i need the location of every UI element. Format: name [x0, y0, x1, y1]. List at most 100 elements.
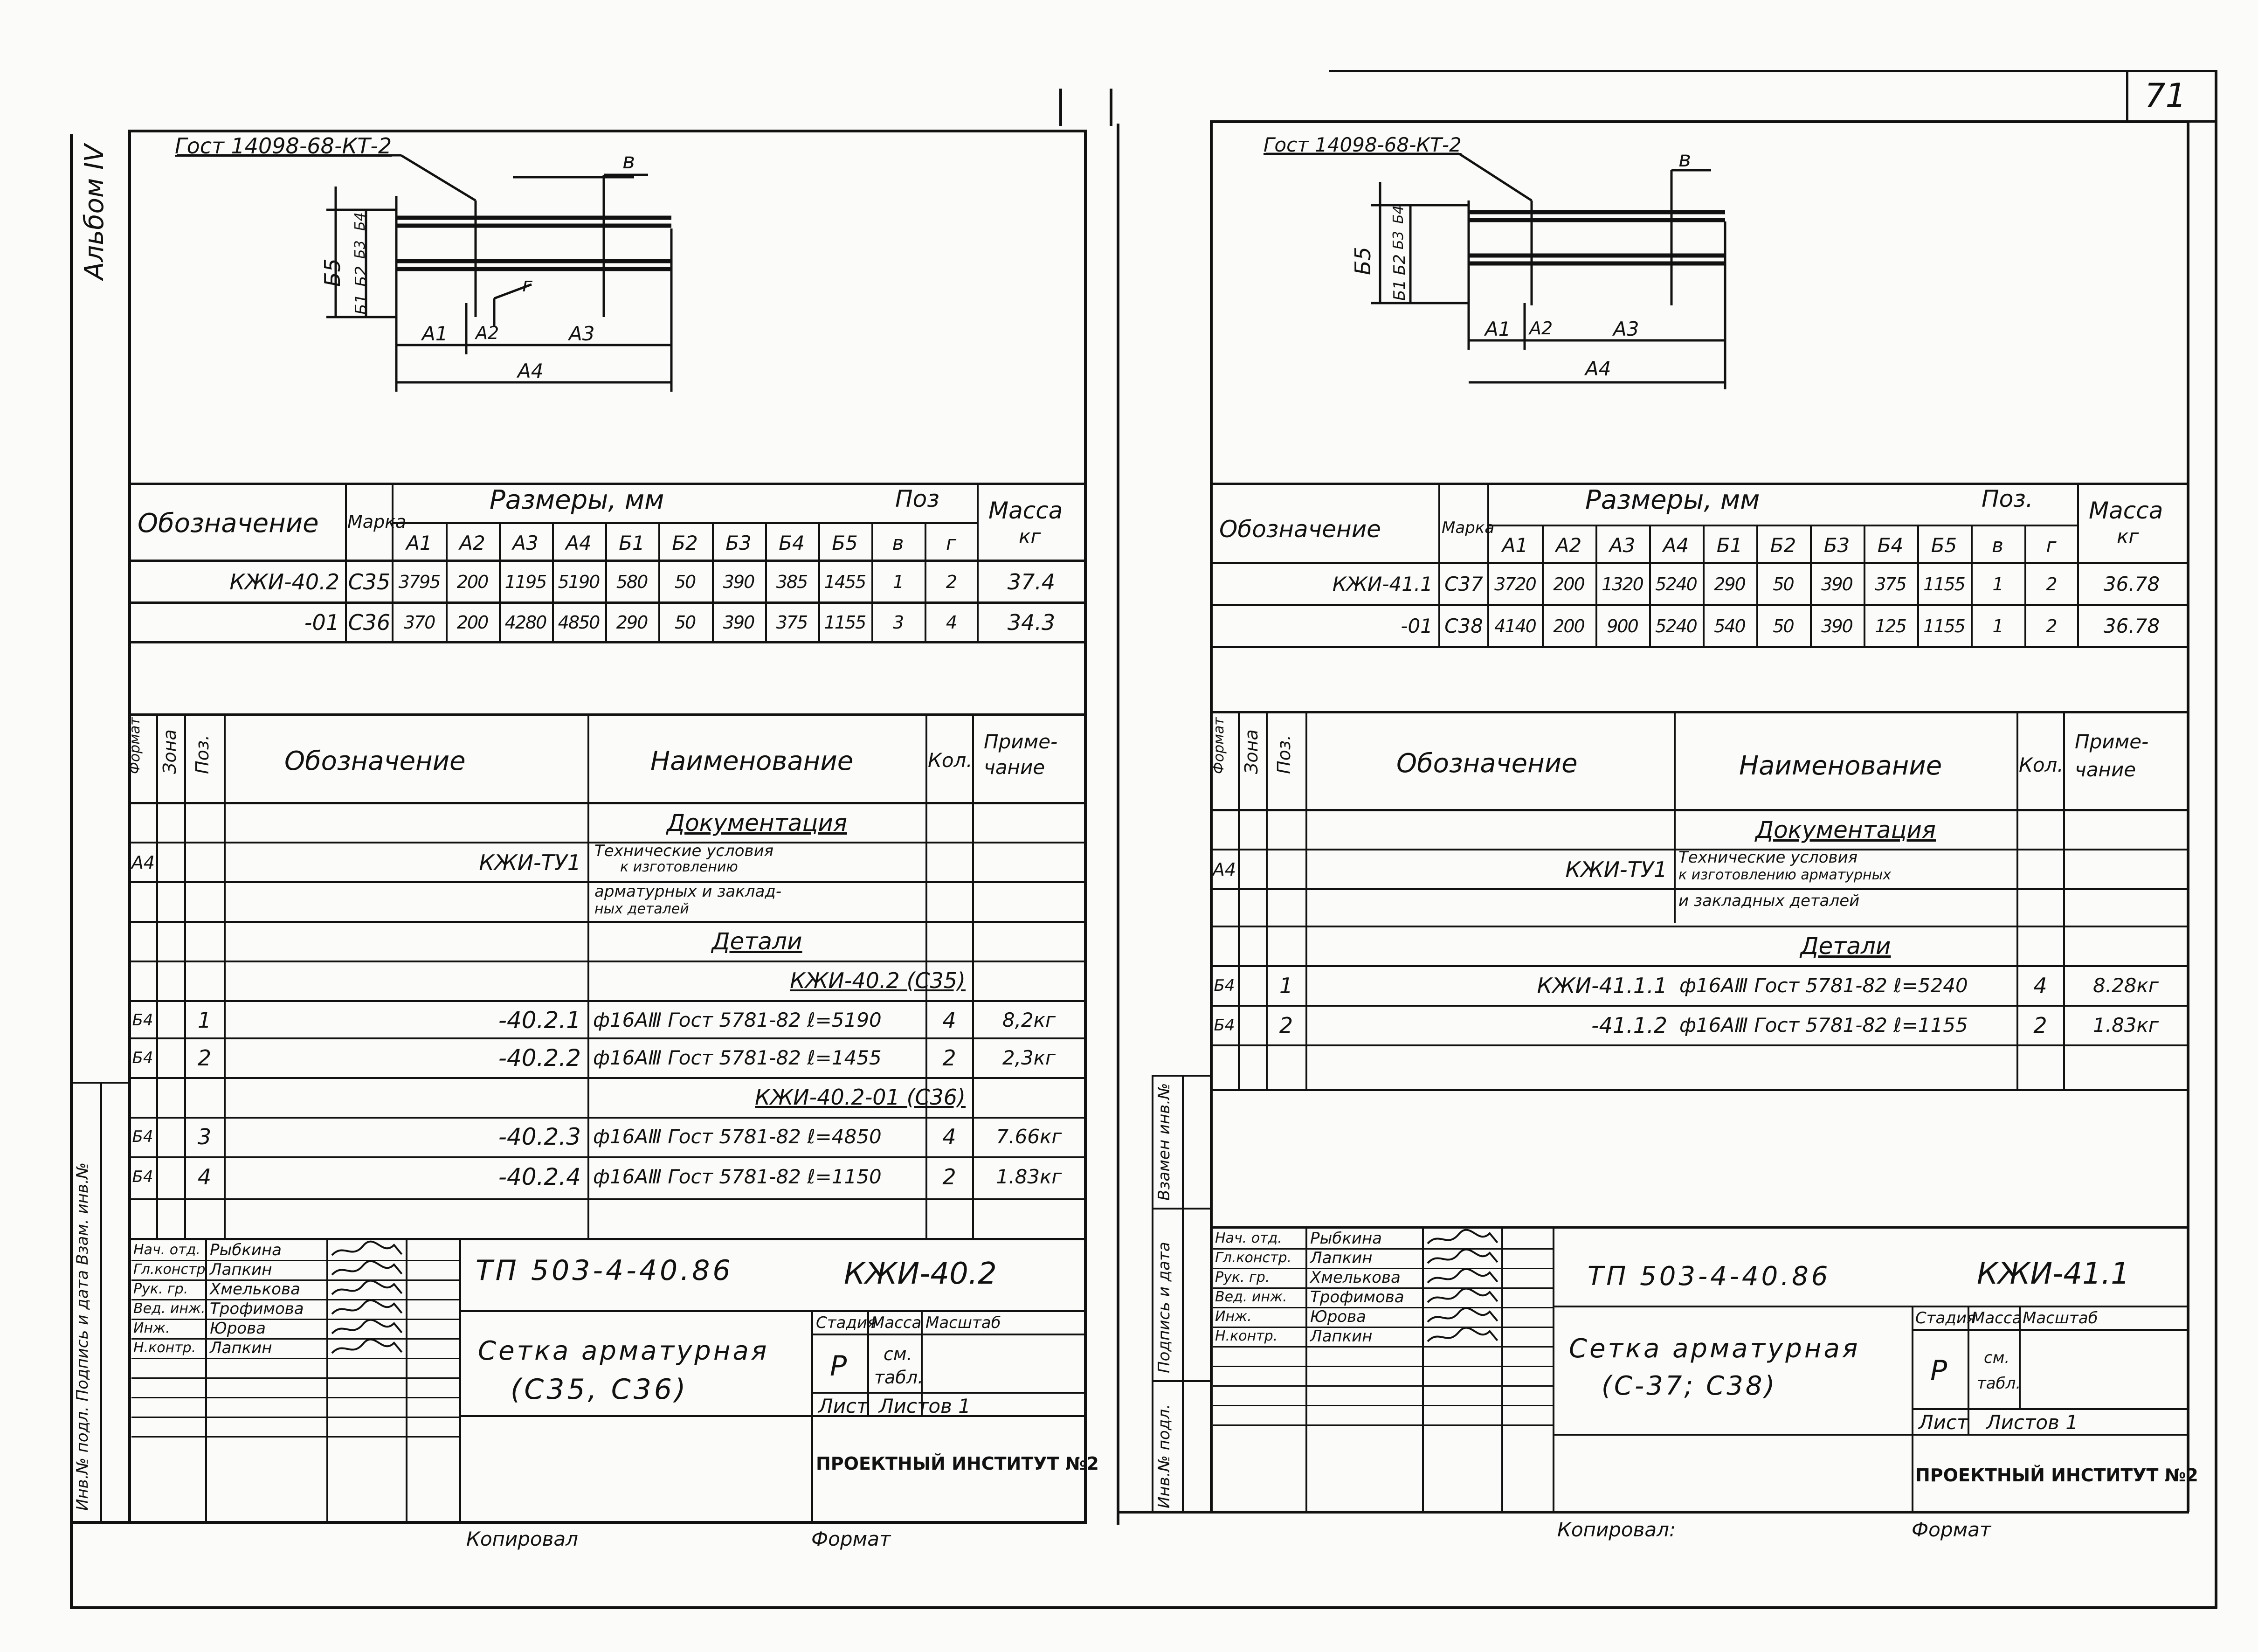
size-col-header: А4 [566, 532, 592, 554]
signature [1427, 1248, 1498, 1264]
size-col-header: Б2 [1770, 534, 1796, 557]
size-cell: 375 [1875, 574, 1907, 594]
staff-role: Гл.констр. [133, 1261, 207, 1278]
signature [331, 1260, 403, 1276]
staff-role: Гл.констр. [1215, 1250, 1292, 1266]
format-label-right: Формат [1912, 1518, 1991, 1541]
size-col-header: Б5 [832, 532, 858, 554]
format-label-left: Формат [811, 1528, 891, 1550]
size-row-mass: 36.78 [2103, 572, 2160, 595]
right-weld-note: Гост 14098-68-КТ-2 [1264, 133, 1462, 156]
size-col-header: Б5 [1931, 534, 1957, 557]
signature [331, 1299, 403, 1315]
spec-name: ф16АⅢ Гост 5781-82 ℓ=1455 [593, 1046, 882, 1069]
spec-qty: 4 [942, 1008, 956, 1033]
spec-designation: КЖИ-41.1.1 [1537, 973, 1667, 998]
size-row-designation: КЖИ-41.1 [1332, 572, 1433, 595]
left-mesh-drawing [177, 154, 673, 392]
size-cell: 390 [1821, 615, 1853, 636]
spec-designation: -40.2.4 [498, 1163, 581, 1190]
size-col-header: А3 [1609, 534, 1636, 557]
top-rule-right [1329, 70, 2217, 72]
right-mesh-drawing [1266, 152, 1726, 389]
subgroup-1: КЖИ-40.2 (С35) [790, 968, 966, 993]
doc-name-1: Технические условия [1678, 848, 1858, 867]
signature [1427, 1229, 1498, 1244]
size-col-header: А3 [512, 532, 539, 554]
size-cell: 1 [892, 571, 904, 592]
sheet-number: 71 [2145, 76, 2187, 115]
spec-qty: 2 [942, 1164, 956, 1189]
staff-role: Вед. инж. [1215, 1289, 1287, 1305]
size-row-mark: С37 [1444, 572, 1483, 595]
spec-designation: -40.2.2 [498, 1044, 581, 1071]
spec-qty: 2 [942, 1045, 956, 1071]
spec-qty: 4 [2033, 973, 2047, 998]
size-row-mark: С38 [1444, 614, 1483, 637]
doc-name-2: к изготовлению арматурных [1678, 867, 1892, 883]
signature [1427, 1307, 1498, 1323]
size-cell: 1320 [1602, 574, 1644, 594]
size-cell: 50 [1773, 615, 1794, 636]
staff-name: Лапкин [210, 1260, 272, 1279]
size-cell: 3795 [398, 571, 441, 592]
size-cell: 125 [1875, 615, 1907, 636]
size-row-designation: -01 [304, 609, 339, 635]
size-col-header: в [892, 532, 904, 554]
copied-label-left: Копировал [466, 1528, 578, 1550]
section-documentation: Документация [1755, 816, 1936, 843]
size-cell: 390 [723, 612, 755, 633]
size-cell: 200 [456, 571, 489, 592]
doc-name-3: и закладных деталей [1678, 892, 1860, 910]
spec-format: Б4 [132, 1127, 153, 1146]
spec-note: 2,3кг [1002, 1046, 1056, 1069]
signature [331, 1240, 403, 1256]
spec-pos: 2 [1279, 1013, 1293, 1038]
doc-format: А4 [131, 852, 155, 873]
size-row-mark: С35 [348, 569, 391, 594]
size-cell: 375 [776, 612, 808, 633]
staff-name: Юрова [210, 1319, 266, 1338]
size-cell: 200 [1553, 574, 1585, 594]
size-cell: 4 [946, 612, 957, 633]
size-row-mass: 34.3 [1007, 609, 1056, 635]
spec-qty: 4 [942, 1124, 956, 1149]
spec-note: 1.83кг [2093, 1014, 2159, 1037]
size-col-header: в [1992, 534, 2003, 557]
staff-name: Юрова [1310, 1307, 1366, 1326]
spec-format: Б4 [132, 1168, 153, 1186]
size-cell: 370 [403, 612, 436, 633]
staff-name: Рыбкина [1310, 1229, 1382, 1248]
section-parts: Детали [711, 928, 802, 955]
staff-name: Трофимова [1310, 1288, 1404, 1306]
staff-name: Лапкин [1310, 1249, 1373, 1267]
size-col-header: Б2 [672, 532, 698, 554]
size-col-header: А2 [1555, 534, 1582, 557]
size-cell: 5240 [1655, 615, 1698, 636]
spec-pos: 1 [1279, 973, 1293, 998]
size-cell: 50 [674, 612, 696, 633]
size-cell: 1155 [1923, 615, 1966, 636]
right-binding-replace: Взамен инв.№ [1155, 1083, 1174, 1201]
doc-name-1: Технические условия [594, 842, 774, 860]
outer-frame-bottom [70, 1606, 2217, 1609]
doc-name-4: ных деталей [594, 901, 689, 917]
doc-name-3: арматурных и заклад- [594, 882, 782, 901]
staff-role: Н.контр. [133, 1340, 196, 1356]
right-binding-sign: Подпись и дата [1155, 1242, 1174, 1373]
size-cell: 290 [1714, 574, 1746, 594]
size-cell: 5190 [558, 571, 601, 592]
size-cell: 2 [946, 571, 957, 592]
doc-format: А4 [1212, 859, 1236, 880]
size-col-header: А1 [1502, 534, 1528, 557]
left-binding-label: Инв.№ подл. Подпись и дата Взам. инв.№ [73, 1162, 92, 1511]
size-cell: 3720 [1494, 574, 1537, 594]
size-cell: 2 [2046, 615, 2057, 636]
staff-name: Хмелькова [1310, 1268, 1401, 1287]
size-cell: 200 [1553, 615, 1585, 636]
spec-pos: 1 [197, 1008, 212, 1033]
spec-designation: -40.2.3 [498, 1123, 581, 1150]
staff-role: Нач. отд. [1215, 1230, 1282, 1246]
size-col-header: Б3 [1823, 534, 1850, 557]
staff-name: Рыбкина [210, 1241, 282, 1259]
